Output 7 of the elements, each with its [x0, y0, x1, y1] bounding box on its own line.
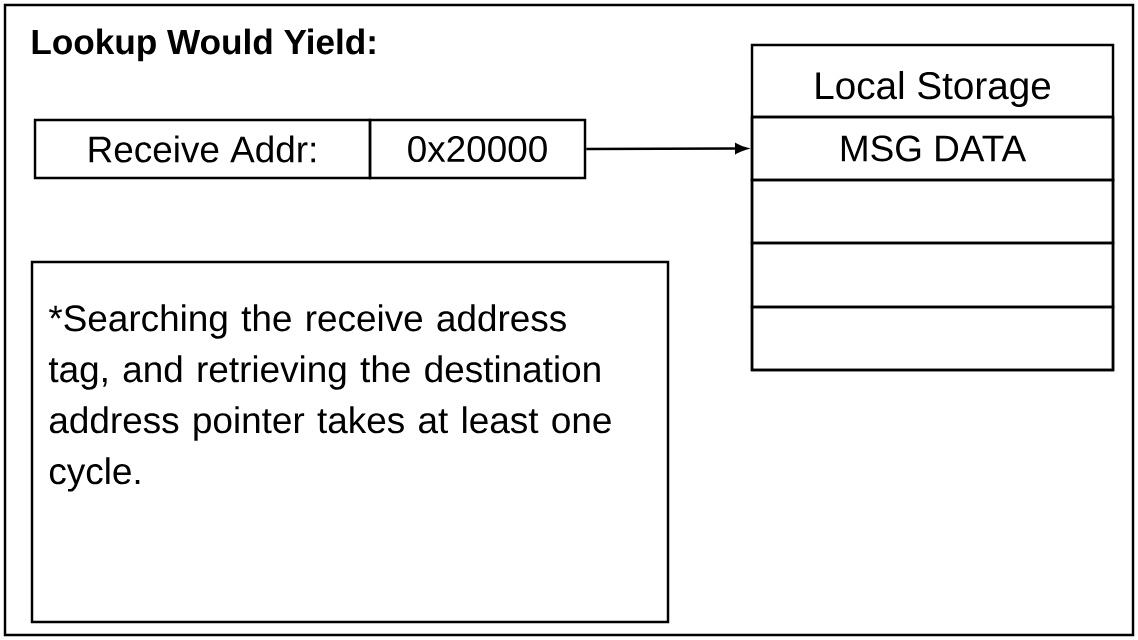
note-box: *Searching the receive address tag, and retrieving the destination address pointer takes at least one cycle. [30, 260, 670, 624]
empty-cell [750, 178, 1115, 245]
empty-cell [750, 305, 1115, 372]
empty-cell [750, 241, 1115, 309]
table-cell: Receive Addr: [33, 118, 372, 180]
table-cell: 0x20000 [368, 118, 587, 180]
table-cell: MSG DATA [750, 115, 1115, 182]
